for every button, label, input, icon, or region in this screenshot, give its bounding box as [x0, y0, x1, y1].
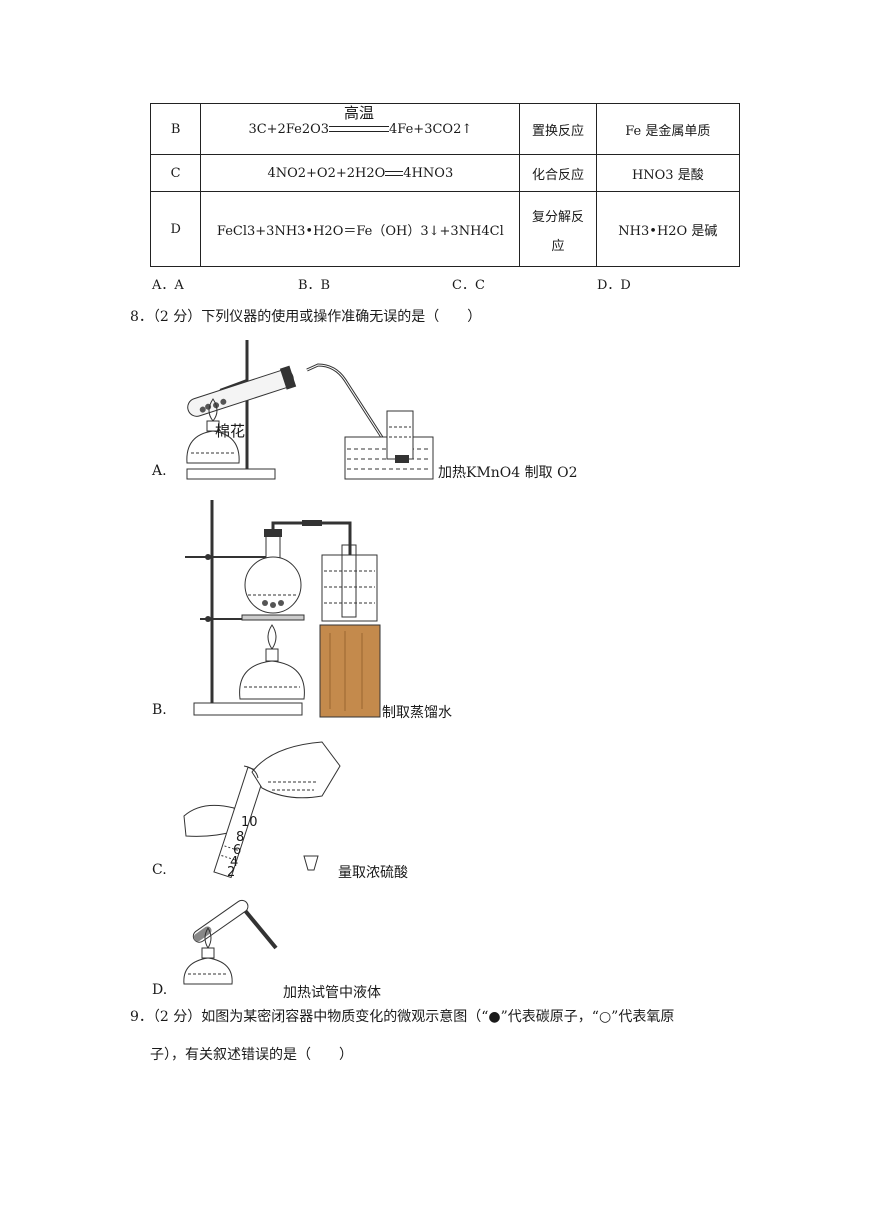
option-d[interactable]: D．D	[597, 278, 631, 293]
cotton-label: 棉花	[215, 422, 246, 440]
equation-cell: 4NO2+O2+2H2O 4HNO3	[200, 154, 521, 192]
reaction-table: B 3C+2Fe2O3 高温 4Fe+3CO2↑ 置换反应 Fe 是金属单质 C 4…	[149, 103, 741, 267]
table-row: B 3C+2Fe2O3 高温 4Fe+3CO2↑ 置换反应 Fe 是金属单质	[149, 103, 741, 155]
q8-option-c-caption: 量取浓硫酸	[338, 865, 408, 881]
reaction-type-cell: 置换反应	[519, 103, 597, 155]
table-row: C 4NO2+O2+2H2O 4HNO3 化合反应 HNO3 是酸	[149, 154, 741, 192]
equation-right: 4Fe+3CO2↑	[389, 121, 473, 137]
option-cell: C	[149, 154, 202, 192]
reaction-type-line: 应	[551, 239, 565, 254]
q8-option-d-letter[interactable]: D.	[152, 982, 168, 998]
heating-test-tube-figure	[183, 899, 278, 985]
table-row: D FeCl3+3NH3•H2O＝Fe（OH）3↓+3NH4Cl 复分解反 应 …	[149, 191, 741, 267]
reaction-type-cell: 复分解反 应	[519, 191, 597, 267]
equation-left: 4NO2+O2+2H2O	[267, 165, 386, 181]
q8-option-c-letter[interactable]: C.	[152, 862, 167, 878]
option-cell: B	[149, 103, 202, 155]
scale-10: 10	[241, 815, 258, 830]
option-a[interactable]: A．A	[152, 278, 184, 293]
note-cell: HNO3 是酸	[595, 154, 741, 192]
scale-2: 2	[227, 865, 236, 880]
equation-cell: 3C+2Fe2O3 高温 4Fe+3CO2↑	[200, 103, 521, 155]
reaction-condition: 高温	[329, 104, 390, 137]
q8-stem: 8．（2 分）下列仪器的使用或操作准确无误的是（ ）	[130, 309, 482, 325]
option-cell: D	[149, 191, 202, 267]
note-cell: NH3•H2O 是碱	[595, 191, 741, 267]
scale-4: 4	[230, 855, 239, 870]
reaction-type-line: 复分解反	[532, 210, 585, 225]
equal-sign	[329, 126, 390, 132]
scale-6: 6	[233, 843, 242, 858]
reaction-type-cell: 化合反应	[519, 154, 597, 192]
condition-text: 高温	[344, 103, 375, 122]
option-c[interactable]: C．C	[452, 278, 485, 293]
equation-cell: FeCl3+3NH3•H2O＝Fe（OH）3↓+3NH4Cl	[200, 191, 521, 267]
equation-right: 4HNO3	[403, 165, 454, 181]
distillation-apparatus-figure	[185, 500, 381, 718]
note-cell: Fe 是金属单质	[595, 103, 741, 155]
q8-option-a-caption: 加热KMnO4 制取 O2	[438, 465, 578, 481]
option-b[interactable]: B．B	[298, 278, 331, 293]
q8-option-b-caption: 制取蒸馏水	[382, 705, 452, 721]
q8-option-b-letter[interactable]: B.	[152, 702, 167, 718]
q8-option-d-caption: 加热试管中液体	[283, 985, 381, 1001]
q9-stem-line1: 9．（2 分）如图为某密闭容器中物质变化的微观示意图（“●”代表碳原子，“○”代…	[130, 1009, 675, 1025]
measuring-cylinder-figure	[183, 741, 341, 879]
q9-stem-line2: 子），有关叙述错误的是（ ）	[150, 1047, 353, 1063]
equation-left: 3C+2Fe2O3	[248, 121, 330, 137]
scale-8: 8	[236, 830, 245, 845]
equal-sign	[385, 170, 404, 176]
kmno4-apparatus-figure	[186, 340, 434, 480]
q8-option-a-letter[interactable]: A.	[152, 463, 167, 479]
